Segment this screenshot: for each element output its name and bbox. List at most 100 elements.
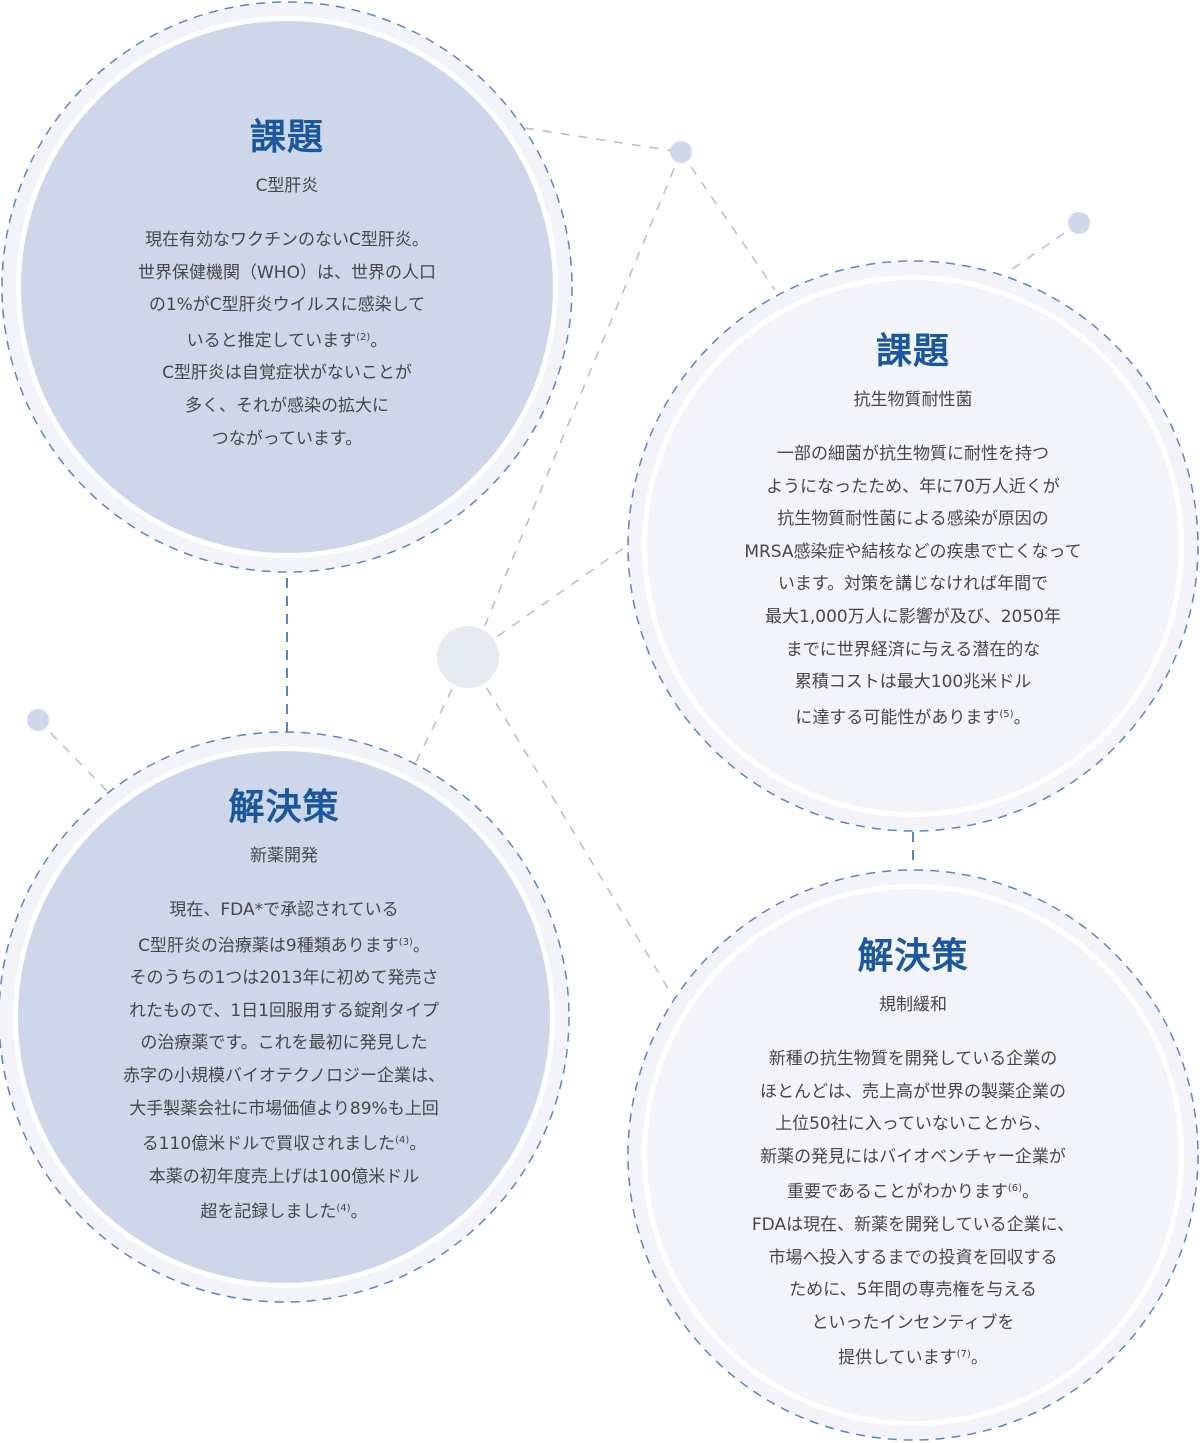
body-line: の治療薬です。これを最初に発見した: [64, 1027, 504, 1060]
card-title: 課題: [875, 331, 950, 372]
line-text: 世界保健機関（WHO）は、世界の人口: [138, 262, 436, 283]
body-line: 重要であることがわかります(6)。: [693, 1173, 1133, 1209]
body-line: FDAは現在、新薬を開発している企業に、: [693, 1209, 1133, 1242]
line-end: 。: [412, 935, 430, 956]
node-dot: [27, 709, 49, 731]
circle-fill: [18, 751, 550, 1283]
connector-line: [1007, 222, 1080, 273]
line-text: 本薬の初年度売上げは100億米ドル: [148, 1166, 420, 1187]
body-line: つながっています。: [67, 423, 507, 456]
line-text: 最大1,000万人に影響が及び、2050年: [765, 606, 1061, 627]
circle-ring: [628, 870, 1198, 1440]
hub-dot: [437, 626, 499, 688]
circle-fill: [647, 889, 1179, 1421]
reference-note: (3): [398, 936, 413, 948]
line-text: いると推定しています: [186, 330, 357, 351]
body-line: 現在有効なワクチンのないC型肝炎。: [67, 224, 507, 257]
line-text: までに世界経済に与える潜在的な: [785, 639, 1041, 660]
line-text: に達する可能性があります: [795, 707, 1000, 728]
line-text: 累積コストは最大100兆米ドル: [794, 672, 1032, 693]
reference-note: (4): [395, 1135, 410, 1147]
card-deregulation-solution: 解決策規制緩和新種の抗生物質を開発している企業のほとんどは、売上高が世界の製薬企…: [693, 935, 1133, 1375]
card-new-drug-solution: 解決策新薬開発現在、FDA*で承認されている C型肝炎の治療薬は9種類あります(3…: [64, 786, 504, 1229]
line-text: MRSA感染症や結核などの疾患で亡くなって: [744, 541, 1082, 562]
body-line: ほとんどは、売上高が世界の製薬企業の: [693, 1076, 1133, 1109]
body-line: 一部の細菌が抗生物質に耐性を持つ: [693, 438, 1133, 471]
body-line: 市場へ投入するまでの投資を回収する: [693, 1242, 1133, 1275]
card-hepatitis-c-issue: 課題 C型肝炎現在有効なワクチンのないC型肝炎。世界保健機関（WHO）は、世界の人…: [67, 116, 507, 455]
body-line: います。対策を講じなければ年間で: [693, 568, 1133, 601]
line-text: る110億米ドルで買収されました: [141, 1134, 396, 1155]
body-line: ために、5年間の専売権を与える: [693, 1274, 1133, 1307]
body-line: C型肝炎は自覚症状がないことが: [67, 357, 507, 390]
line-text: FDAは現在、新薬を開発している企業に、: [751, 1214, 1075, 1235]
card-subtitle: 抗生物質耐性菌: [853, 390, 973, 410]
line-text: れたもので、1日1回服用する錠剤タイプ: [129, 1000, 439, 1021]
body-line: といったインセンティブを: [693, 1307, 1133, 1340]
line-text: 新薬の発見にはバイオベンチャー企業が: [760, 1146, 1066, 1167]
line-text: 抗生物質耐性菌による感染が原因の: [777, 509, 1049, 530]
line-text: の1%がC型肝炎ウイルスに感染して: [148, 295, 426, 316]
body-line: 世界保健機関（WHO）は、世界の人口: [67, 257, 507, 290]
connector-line: [524, 127, 682, 153]
body-line: MRSA感染症や結核などの疾患で亡くなって: [693, 536, 1133, 569]
card-body: 一部の細菌が抗生物質に耐性を持つようになったため、年に70万人近くが抗生物質耐性…: [693, 438, 1133, 734]
line-text: 上位50社に入っていないことから、: [775, 1114, 1051, 1135]
body-line: 累積コストは最大100兆米ドル: [693, 666, 1133, 699]
body-line: 本薬の初年度売上げは100億米ドル: [64, 1161, 504, 1194]
line-text: C型肝炎は自覚症状がないことが: [162, 363, 412, 384]
body-line: の1%がC型肝炎ウイルスに感染して: [67, 289, 507, 322]
card-subtitle: 新薬開発: [250, 846, 318, 866]
body-line: いると推定しています(2)。: [67, 322, 507, 358]
reference-note: (6): [1007, 1183, 1022, 1195]
line-text: 現在有効なワクチンのないC型肝炎。: [145, 230, 429, 250]
body-line: 超を記録しました(4)。: [64, 1193, 504, 1229]
line-text: ほとんどは、売上高が世界の製薬企業の: [760, 1081, 1066, 1102]
card-title: 解決策: [857, 936, 969, 977]
connector-line: [37, 719, 109, 793]
body-line: に達する可能性があります(5)。: [693, 699, 1133, 735]
line-text: 大手製薬会社に市場価値より89%も上回: [129, 1098, 439, 1119]
body-line: れたもので、1日1回服用する錠剤タイプ: [64, 995, 504, 1028]
body-line: そのうちの1つは2013年に初めて発売さ: [64, 962, 504, 995]
circle-dashed-outline: [627, 260, 1199, 832]
connector-line: [482, 151, 682, 631]
body-line: 提供しています(7)。: [693, 1339, 1133, 1375]
line-text: 提供しています: [838, 1348, 957, 1369]
body-line: 大手製薬会社に市場価値より89%も上回: [64, 1093, 504, 1126]
body-line: 最大1,000万人に影響が及び、2050年: [693, 601, 1133, 634]
circle-fill: [647, 280, 1179, 812]
body-line: 現在、FDA*で承認されている: [64, 894, 504, 927]
line-text: つながっています。: [211, 428, 363, 449]
line-end: 。: [409, 1134, 427, 1155]
card-body: 新種の抗生物質を開発している企業のほとんどは、売上高が世界の製薬企業の上位50社…: [693, 1043, 1133, 1375]
body-line: 赤字の小規模バイオテクノロジー企業は、: [64, 1060, 504, 1093]
card-body: 現在有効なワクチンのないC型肝炎。世界保健機関（WHO）は、世界の人口の1%がC…: [67, 224, 507, 455]
line-text: そのうちの1つは2013年に初めて発売さ: [129, 968, 439, 989]
circle-dashed-outline: [627, 869, 1199, 1441]
body-line: 抗生物質耐性菌による感染が原因の: [693, 503, 1133, 536]
line-text: ようになったため、年に70万人近くが: [766, 476, 1060, 497]
reference-note: (7): [956, 1349, 971, 1361]
line-text: 市場へ投入するまでの投資を回収する: [768, 1247, 1058, 1268]
body-line: ようになったため、年に70万人近くが: [693, 471, 1133, 504]
node-dot: [1068, 212, 1090, 234]
card-title: 課題: [249, 117, 324, 158]
line-end: 。: [350, 1202, 368, 1223]
card-title: 解決策: [228, 787, 340, 828]
line-end: 。: [370, 330, 388, 351]
connector-line: [467, 656, 673, 996]
line-text: C型肝炎の治療薬は9種類あります: [138, 935, 399, 956]
connector-line: [680, 151, 776, 291]
line-end: 。: [1022, 1182, 1039, 1203]
card-subtitle: C型肝炎: [255, 176, 319, 196]
connector-line: [467, 544, 629, 658]
line-text: 超を記録しました: [200, 1202, 337, 1223]
circle-ring: [0, 732, 569, 1302]
reference-note: (5): [999, 708, 1014, 720]
body-line: 新種の抗生物質を開発している企業の: [693, 1043, 1133, 1076]
node-dot: [670, 141, 692, 163]
body-line: る110億米ドルで買収されました(4)。: [64, 1125, 504, 1161]
circle-dashed-outline: [1, 1, 573, 573]
card-antibiotic-resistance-issue: 課題抗生物質耐性菌一部の細菌が抗生物質に耐性を持つようになったため、年に70万人…: [693, 330, 1133, 734]
